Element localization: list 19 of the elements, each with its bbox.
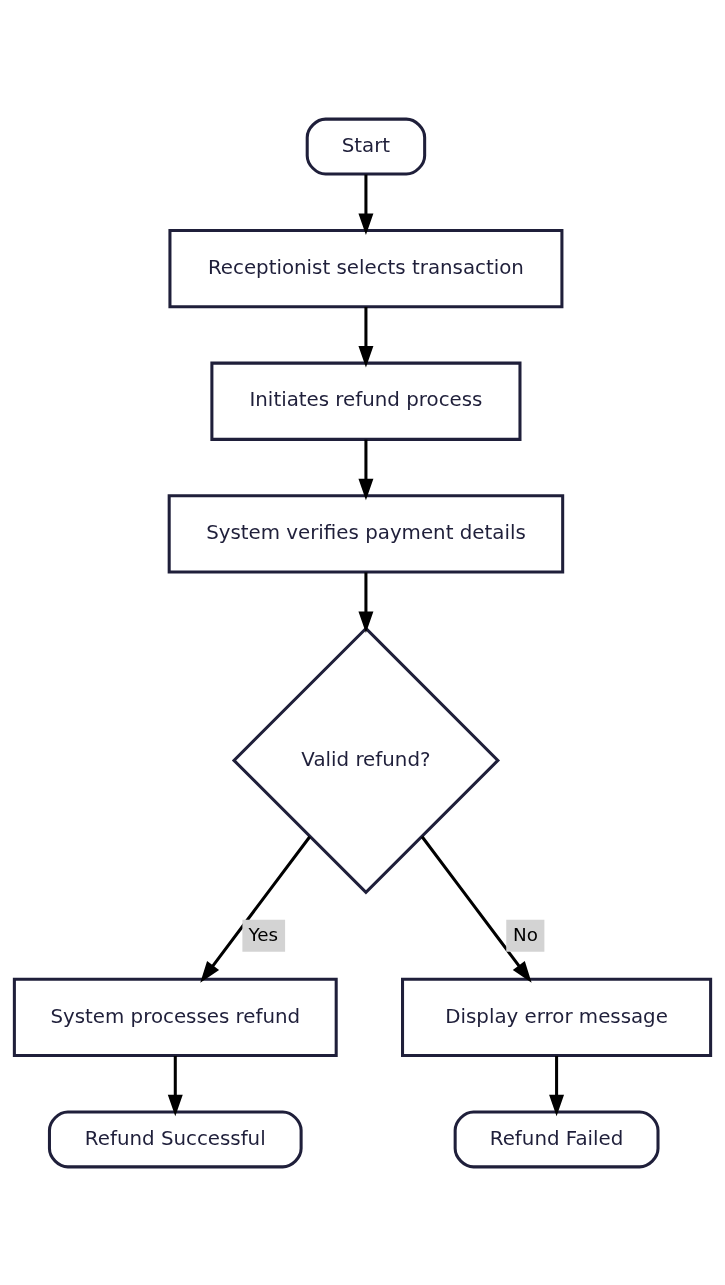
node-box: System processes refund: [12, 977, 338, 1057]
node-diamond: Valid refund?: [231, 625, 500, 895]
arrow: [358, 174, 374, 235]
edge-label: No: [513, 923, 538, 945]
arrow: [200, 835, 311, 983]
arrow: [358, 439, 374, 500]
arrow: [167, 1055, 183, 1116]
node-box: Display error message: [401, 977, 713, 1057]
node-box: Initiates refund process: [210, 361, 522, 441]
arrow: [420, 835, 532, 983]
arrow: [358, 306, 374, 367]
node-box: Start: [305, 117, 427, 176]
node-box: Refund Successful: [47, 1109, 303, 1168]
node-box: Receptionist selects transaction: [168, 228, 564, 308]
node-box: Refund Failed: [453, 1109, 660, 1168]
arrow: [549, 1055, 565, 1116]
arrow: [358, 571, 374, 633]
node-box: System verifies payment details: [167, 493, 565, 574]
edge-label: Yes: [248, 923, 279, 945]
